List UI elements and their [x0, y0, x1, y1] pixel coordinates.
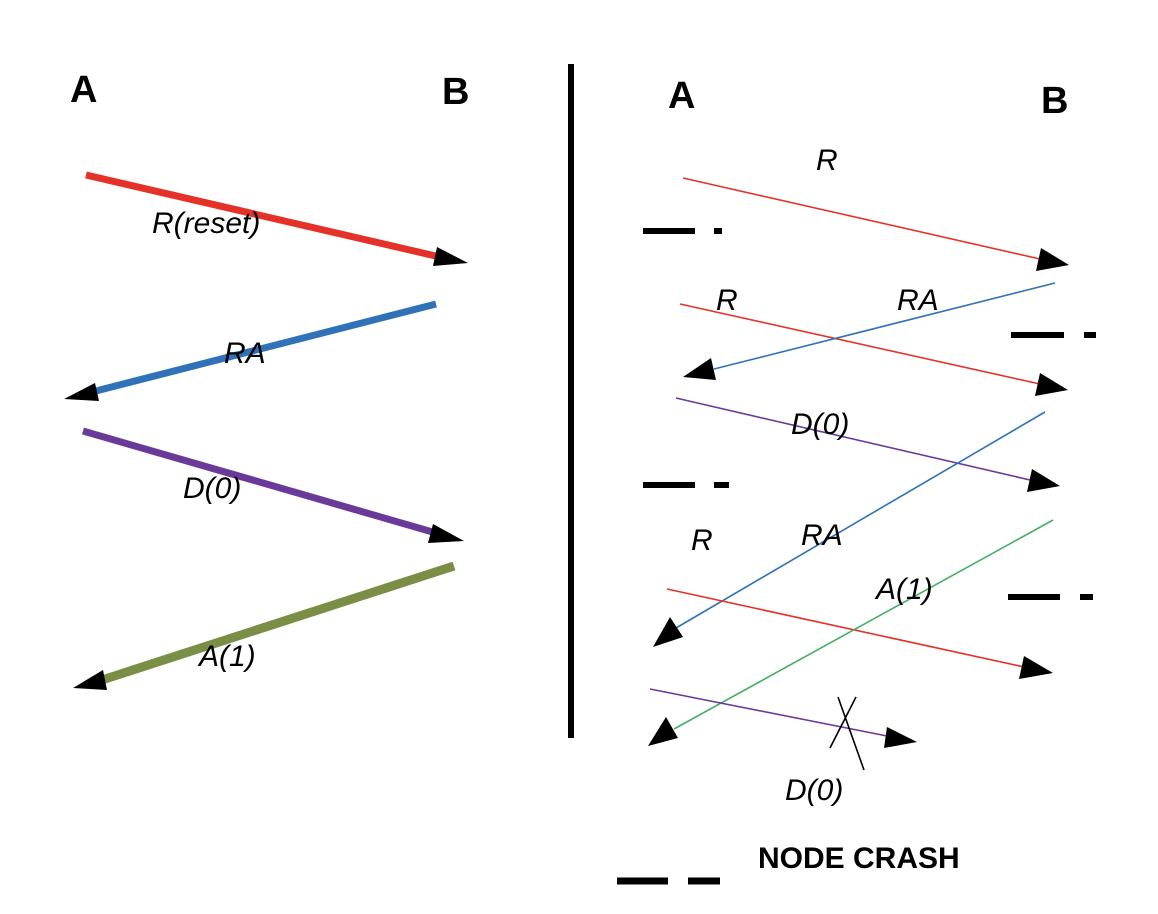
right-msg-r-1: R: [682, 144, 1069, 271]
left-msg-d0-line: [82, 427, 437, 537]
right-msg-ra-2-label: RA: [801, 519, 843, 552]
left-msg-reset: R(reset): [85, 171, 468, 266]
right-msg-d0-1: D(0): [675, 397, 1060, 492]
right-msg-ra-1-arrowhead: [683, 358, 716, 380]
left-msg-d0: D(0): [82, 427, 464, 543]
left-msg-d0-arrowhead: [428, 524, 464, 543]
right-msg-d0-1-arrowhead: [1027, 469, 1060, 492]
left-msg-ra-arrowhead: [64, 383, 99, 401]
legend-label: NODE CRASH: [758, 842, 960, 875]
left-msg-reset-line: [85, 171, 441, 261]
left-msg-reset-arrowhead: [433, 247, 468, 266]
right-msg-d0-lost: D(0): [649, 688, 917, 807]
right-msg-d0-lost-label: D(0): [785, 774, 843, 807]
right-msg-r-2-label: R: [716, 284, 738, 317]
right-msg-r-3: R: [666, 524, 1053, 679]
legend: NODE CRASH: [617, 842, 960, 885]
left-node-a-label: A: [70, 69, 97, 111]
left-msg-a1: A(1): [73, 561, 456, 690]
right-node-b-label: B: [1041, 80, 1068, 122]
right-msg-ra-2: RA: [653, 411, 1046, 647]
right-msg-d0-lost-line: [649, 688, 888, 737]
right-msg-r-2-arrowhead: [1035, 373, 1068, 396]
left-msg-d0-label: D(0): [183, 472, 241, 505]
left-msg-ra-label: RA: [224, 337, 266, 370]
right-msg-r-1-line: [682, 177, 1041, 260]
right-msg-r-2-line: [679, 303, 1041, 385]
right-msg-r-2: R: [679, 284, 1068, 396]
right-node-a-label: A: [668, 75, 695, 117]
right-msg-ra-2-arrowhead: [653, 617, 683, 647]
right-msg-r-1-arrowhead: [1036, 248, 1069, 271]
right-msg-a1-label: A(1): [874, 573, 933, 606]
right-msg-r-3-arrowhead: [1019, 656, 1053, 679]
right-msg-a1-arrowhead: [648, 717, 678, 746]
right-msg-d0-1-line: [675, 397, 1031, 481]
left-msg-ra-line: [91, 300, 437, 396]
left-node-b-label: B: [442, 71, 469, 113]
right-msg-d0-lost-arrowhead: [884, 727, 917, 748]
right-msg-ra-1-line: [713, 282, 1056, 370]
loss-cross-mark-b: [837, 696, 865, 771]
right-msg-ra-2-line: [675, 411, 1046, 629]
right-msg-r-3-label: R: [691, 524, 713, 557]
right-msg-a1-line: [673, 519, 1054, 730]
left-msg-reset-label: R(reset): [152, 207, 260, 240]
left-msg-ra: RA: [64, 300, 437, 401]
left-msg-a1-label: A(1): [197, 640, 256, 673]
right-msg-a1: A(1): [648, 519, 1054, 746]
left-panel: A B R(reset) RA D(0) A(1): [64, 69, 469, 690]
right-msg-ra-1: RA: [683, 282, 1056, 380]
left-msg-a1-line: [100, 561, 456, 685]
loss-cross-mark-a: [829, 696, 857, 749]
right-msg-d0-1-label: D(0): [791, 408, 849, 441]
right-msg-ra-1-label: RA: [897, 284, 939, 317]
left-msg-a1-arrowhead: [73, 670, 107, 690]
right-panel: A B R R: [643, 75, 1096, 807]
right-msg-r-3-line: [666, 588, 1025, 668]
right-msg-r-1-label: R: [816, 144, 838, 177]
